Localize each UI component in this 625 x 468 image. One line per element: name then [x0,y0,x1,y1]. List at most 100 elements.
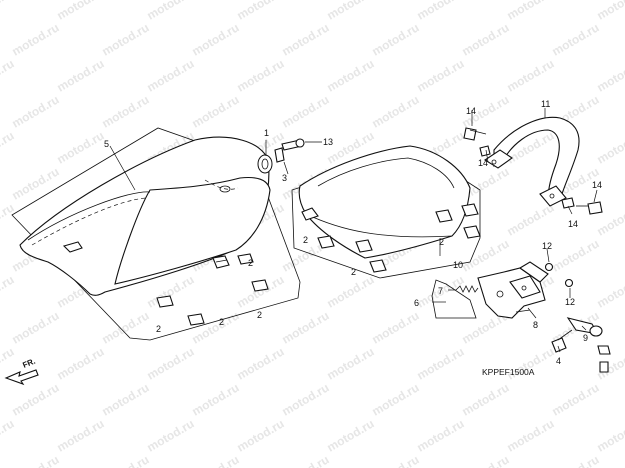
watermark-text: motod.ru [235,56,287,94]
watermark-text: motod.ru [0,56,17,94]
watermark-text: motod.ru [235,344,287,382]
watermark-text: motod.ru [595,0,625,23]
callout-14-c: 14 [592,180,602,190]
watermark-text: motod.ru [145,56,197,94]
callout-2-f: 2 [351,267,356,277]
spring-7 [455,285,479,293]
watermark-text: motod.ru [325,56,377,94]
watermark-text: motod.ru [460,236,512,274]
diagram-code: KPPEF1500A [482,367,535,377]
watermark-text: motod.ru [505,416,557,454]
callout-2-c: 2 [156,324,161,334]
watermark-text: motod.ru [0,128,17,166]
leader-lines [109,108,598,353]
callout-14-b: 14 [478,158,488,168]
watermark-text: motod.ru [595,128,625,166]
watermark-text: motod.ru [505,56,557,94]
watermark-text: motod.ru [595,416,625,454]
bolt-14-c [561,197,575,209]
watermark-text: motod.ru [550,380,602,418]
nut-12-b [564,278,574,288]
watermark-text: motod.ru [55,128,107,166]
direction-label: FR. [21,357,36,370]
callout-3: 3 [282,173,287,183]
watermark-text: motod.ru [370,452,422,468]
watermark-text: motod.ru [550,20,602,58]
watermark-text: motod.ru [100,452,152,468]
callout-2-a: 2 [248,258,253,268]
watermark-text: motod.ru [370,380,422,418]
watermark-text: motod.ru [100,20,152,58]
watermark-text: motod.ru [595,56,625,94]
watermark-text: motod.ru [370,20,422,58]
callout-12-a: 12 [542,241,552,251]
callout-10: 10 [453,260,463,270]
watermark-text: motod.ru [0,272,17,310]
callout-2-b: 2 [257,310,262,320]
watermark-text: motod.ru [10,92,62,130]
watermark-text: motod.ru [325,0,377,23]
watermark-text: motod.ru [235,0,287,23]
watermark-text: motod.ru [505,200,557,238]
watermark-text: motod.ru [190,380,242,418]
callout-12-b: 12 [565,297,575,307]
watermark-text: motod.ru [415,416,467,454]
watermark-text: motod.ru [145,344,197,382]
callout-1: 1 [264,128,269,138]
watermark-text: motod.ru [190,452,242,468]
callout-2-g: 2 [439,237,444,247]
watermark-text: motod.ru [280,452,332,468]
bolt-14-d [576,201,603,215]
watermark-text: motod.ru [325,272,377,310]
watermark-text: motod.ru [325,344,377,382]
seat-group-outline [11,127,301,341]
watermark-text: motod.ru [460,20,512,58]
watermark-text: motod.ru [10,308,62,346]
bolt-14-b [479,145,491,157]
watermark-text: motod.ru [0,416,17,454]
watermark-text: motod.ru [100,92,152,130]
callout-14-a: 14 [466,106,476,116]
watermark-text: motod.ru [505,0,557,23]
cable-4 [551,329,573,353]
watermark-text: motod.ru [415,56,467,94]
bolt-13 [281,138,305,151]
callout-2-d: 2 [219,317,224,327]
watermark-text: motod.ru [190,20,242,58]
collar-3 [274,147,285,163]
lock-group-outline [431,279,477,319]
callout-14-d: 14 [568,219,578,229]
watermark-text: motod.ru [55,0,107,23]
watermark-text: motod.ru [100,380,152,418]
rubber-stopper-d [156,295,174,308]
callout-9: 9 [583,333,588,343]
grommet-1 [257,154,273,174]
watermark-text: motod.ru [550,236,602,274]
watermark-text: motod.ru [370,308,422,346]
callout-5: 5 [104,139,109,149]
callout-13: 13 [323,137,333,147]
watermark-text: motod.ru [55,344,107,382]
callout-11: 11 [541,99,550,109]
callout-2-e: 2 [303,235,308,245]
watermark-text: motod.ru [55,56,107,94]
watermark-text: motod.ru [10,452,62,468]
front-direction-arrow [4,369,39,386]
watermark-text: motod.ru [460,380,512,418]
key-cylinder-9 [566,317,611,373]
watermark-text: motod.ru [10,380,62,418]
watermark-text: motod.ru [370,92,422,130]
watermark-text: motod.ru [0,200,17,238]
watermark-text: motod.ru [460,452,512,468]
rubber-stopper-a [212,255,230,269]
watermark-text: motod.ru [190,92,242,130]
main-seat [19,136,271,296]
watermark-text: motod.ru [145,416,197,454]
watermark-text: motod.ru [280,380,332,418]
callout-6: 6 [414,298,419,308]
watermark-text: motod.ru [415,344,467,382]
watermark-text: motod.ru [280,20,332,58]
callout-4: 4 [556,356,561,366]
rubber-stopper-c [251,279,269,292]
